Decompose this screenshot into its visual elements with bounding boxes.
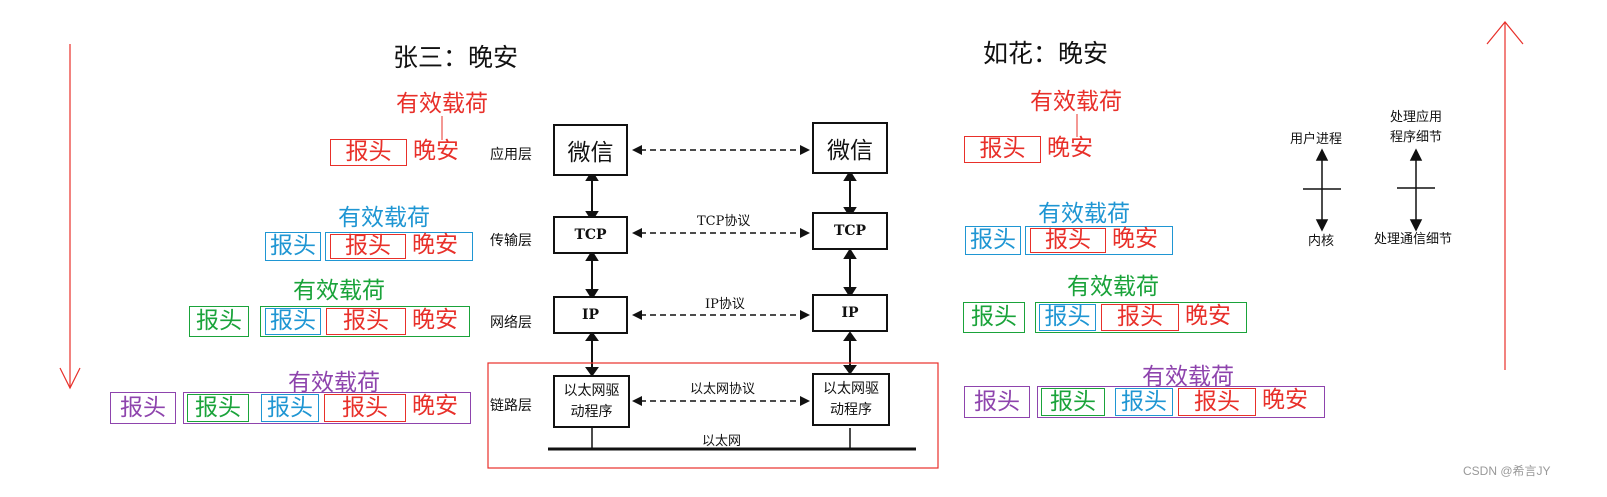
header-link: 报头 bbox=[964, 386, 1030, 418]
ethernet-protocol-label: 以太网协议 bbox=[690, 382, 756, 397]
payload-label-transport: 有效载荷 bbox=[338, 205, 430, 231]
layer-label-app: 应用层 bbox=[490, 147, 532, 163]
payload-label-transport: 有效载荷 bbox=[1038, 201, 1130, 227]
payload-label-link: 有效载荷 bbox=[288, 370, 380, 396]
user-process-label: 用户进程 bbox=[1290, 132, 1343, 147]
header-app: 报头 bbox=[330, 234, 406, 259]
payload-label-app: 有效载荷 bbox=[396, 91, 488, 117]
header-app: 报头 bbox=[324, 394, 406, 422]
header-app: 报头 bbox=[326, 308, 406, 335]
header-app: 报头 bbox=[1030, 228, 1106, 253]
header-app: 报头 bbox=[964, 136, 1041, 163]
protocol-arrowheads bbox=[632, 145, 810, 406]
protocol-dashed-lines bbox=[640, 149, 802, 402]
message-text: 晚安 bbox=[1112, 226, 1158, 252]
header-network: 报头 bbox=[1041, 388, 1105, 416]
message-text: 晚安 bbox=[412, 393, 458, 419]
header-transport: 报头 bbox=[261, 394, 319, 422]
layer-label-link: 链路层 bbox=[490, 398, 532, 414]
header-network: 报头 bbox=[187, 394, 249, 422]
header-transport: 报头 bbox=[1039, 304, 1096, 331]
left-stack-arrows bbox=[585, 170, 599, 377]
left-ethernet-driver-node: 以太网驱动程序 bbox=[553, 375, 630, 428]
right-app-node: 微信 bbox=[812, 122, 888, 174]
watermark: CSDN @希言JY bbox=[1463, 464, 1551, 478]
left-ip-node: IP bbox=[553, 296, 628, 334]
header-app: 报头 bbox=[330, 139, 407, 166]
up-arrow-head bbox=[1486, 21, 1524, 45]
network-payload-frame bbox=[1035, 302, 1247, 333]
right-tcp-node: TCP bbox=[812, 212, 888, 250]
right-ethernet-driver-node: 以太网驱动程序 bbox=[812, 373, 890, 426]
kernel-label: 内核 bbox=[1308, 234, 1335, 249]
message-text: 晚安 bbox=[412, 232, 458, 258]
message-text: 晚安 bbox=[1185, 303, 1231, 329]
payload-label-link: 有效载荷 bbox=[1142, 364, 1234, 390]
left-app-node: 微信 bbox=[553, 124, 628, 176]
network-payload-frame bbox=[260, 306, 470, 337]
receiver-speaker: 如花：晚安 bbox=[983, 39, 1109, 68]
header-network: 报头 bbox=[189, 306, 249, 337]
header-app: 报头 bbox=[1178, 388, 1256, 416]
header-app: 报头 bbox=[1101, 304, 1179, 331]
layer-label-transport: 传输层 bbox=[490, 233, 532, 249]
link-payload-frame bbox=[1037, 386, 1325, 418]
header-link: 报头 bbox=[110, 392, 176, 424]
message-text: 晚安 bbox=[1262, 387, 1308, 413]
transport-payload-frame bbox=[1025, 226, 1173, 255]
message-text: 晚安 bbox=[1047, 135, 1093, 161]
message-text: 晚安 bbox=[413, 138, 459, 164]
payload-label-network: 有效载荷 bbox=[1067, 274, 1159, 300]
payload-label-network: 有效载荷 bbox=[293, 278, 385, 304]
down-arrow-head bbox=[59, 367, 81, 390]
header-transport: 报头 bbox=[265, 232, 321, 261]
transport-payload-frame bbox=[325, 232, 473, 261]
header-transport: 报头 bbox=[265, 308, 321, 335]
header-transport: 报头 bbox=[1115, 388, 1173, 416]
comm-detail-label: 处理通信细节 bbox=[1374, 232, 1453, 247]
layer-label-network: 网络层 bbox=[490, 315, 532, 331]
sender-speaker: 张三：晚安 bbox=[393, 43, 519, 72]
message-text: 晚安 bbox=[412, 307, 458, 333]
app-detail-label: 处理应用程序细节 bbox=[1389, 110, 1442, 146]
header-network: 报头 bbox=[963, 302, 1025, 333]
right-ip-node: IP bbox=[812, 294, 888, 332]
link-payload-frame bbox=[183, 392, 471, 424]
side-arrows bbox=[1303, 148, 1435, 232]
ip-protocol-label: IP协议 bbox=[705, 297, 745, 312]
left-tcp-node: TCP bbox=[553, 216, 628, 254]
right-stack-arrows bbox=[843, 170, 857, 375]
ethernet-medium-label: 以太网 bbox=[702, 434, 742, 449]
tcp-protocol-label: TCP协议 bbox=[697, 214, 751, 229]
header-transport: 报头 bbox=[965, 226, 1021, 255]
payload-label-app: 有效载荷 bbox=[1030, 89, 1122, 115]
